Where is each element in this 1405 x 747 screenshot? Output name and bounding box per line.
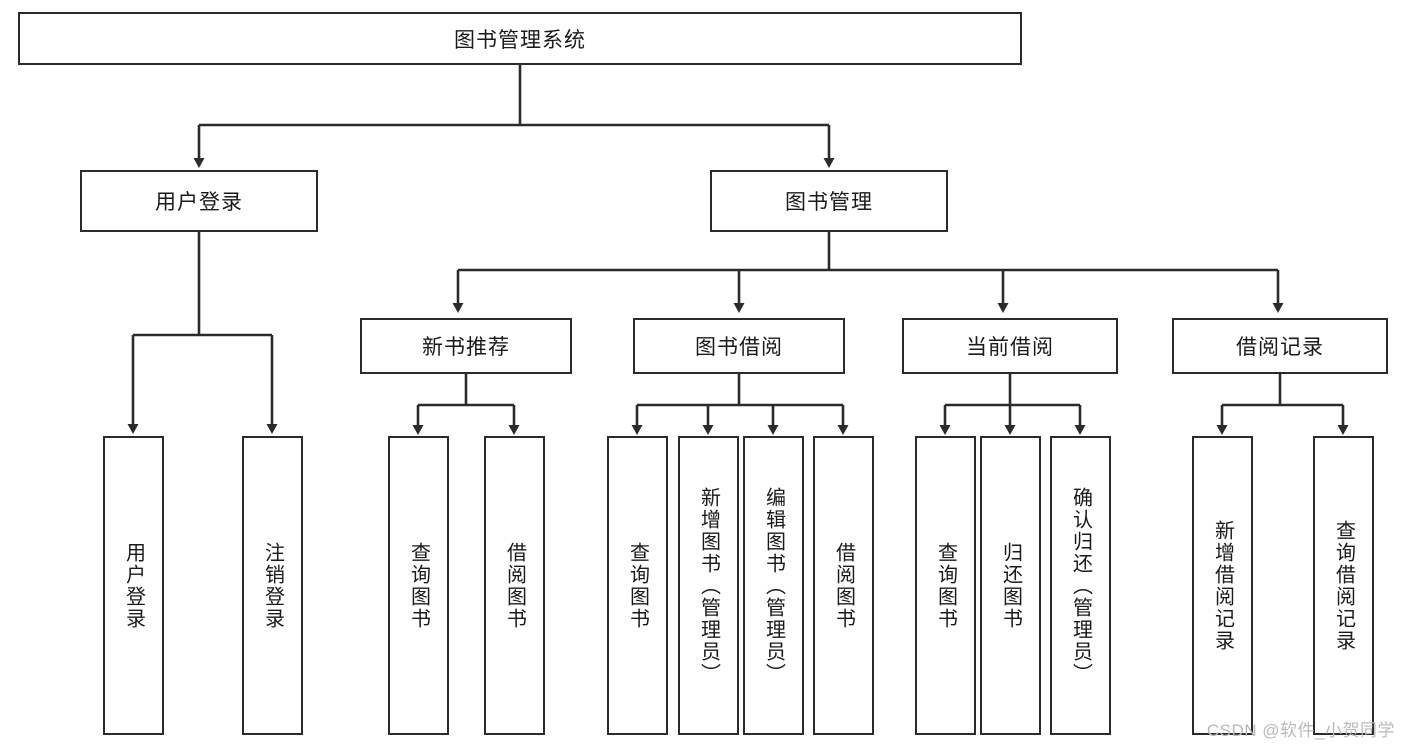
node-leaf-logout[interactable]: 注销登录 — [242, 436, 303, 735]
node-current-borrow[interactable]: 当前借阅 — [902, 318, 1118, 374]
node-leaf-confirm-return-admin[interactable]: 确认归还（管理员） — [1050, 436, 1111, 735]
node-leaf-query-book-recommend[interactable]: 查询图书 — [388, 436, 449, 735]
node-root-system[interactable]: 图书管理系统 — [18, 12, 1022, 65]
node-leaf-add-borrow-record[interactable]: 新增借阅记录 — [1192, 436, 1253, 735]
node-new-book-recommend[interactable]: 新书推荐 — [360, 318, 572, 374]
node-leaf-add-book-admin[interactable]: 新增图书（管理员） — [678, 436, 739, 735]
node-label: 用户登录 — [155, 191, 243, 214]
node-label: 新增借阅记录 — [1211, 519, 1234, 652]
node-user-login[interactable]: 用户登录 — [80, 170, 318, 232]
node-label: 查询图书 — [934, 541, 957, 630]
node-label: 借阅图书 — [503, 541, 526, 630]
node-book-borrow[interactable]: 图书借阅 — [633, 318, 845, 374]
node-label: 图书管理系统 — [454, 28, 586, 52]
node-label: 新增图书（管理员） — [697, 486, 720, 685]
node-book-management[interactable]: 图书管理 — [710, 170, 948, 232]
node-label: 图书管理 — [785, 191, 873, 214]
node-label: 图书借阅 — [695, 336, 783, 359]
node-label: 查询图书 — [407, 541, 430, 630]
node-label: 当前借阅 — [966, 336, 1054, 359]
node-label: 确认归还（管理员） — [1069, 486, 1092, 685]
node-label: 查询借阅记录 — [1332, 519, 1355, 652]
node-label: 用户登录 — [122, 541, 145, 630]
node-borrow-record[interactable]: 借阅记录 — [1172, 318, 1388, 374]
node-label: 借阅图书 — [832, 541, 855, 630]
node-label: 借阅记录 — [1236, 336, 1324, 359]
node-label: 归还图书 — [999, 541, 1022, 630]
node-leaf-borrow-book[interactable]: 借阅图书 — [813, 436, 874, 735]
node-leaf-query-book-current[interactable]: 查询图书 — [915, 436, 976, 735]
node-leaf-query-borrow-record[interactable]: 查询借阅记录 — [1313, 436, 1374, 735]
node-leaf-return-book[interactable]: 归还图书 — [980, 436, 1041, 735]
node-label: 查询图书 — [626, 541, 649, 630]
node-leaf-borrow-book-recommend[interactable]: 借阅图书 — [484, 436, 545, 735]
node-leaf-user-login[interactable]: 用户登录 — [103, 436, 164, 735]
node-leaf-edit-book-admin[interactable]: 编辑图书（管理员） — [743, 436, 804, 735]
node-label: 编辑图书（管理员） — [762, 486, 785, 685]
node-leaf-query-book-borrow[interactable]: 查询图书 — [607, 436, 668, 735]
node-label: 新书推荐 — [422, 336, 510, 359]
node-label: 注销登录 — [261, 541, 284, 630]
